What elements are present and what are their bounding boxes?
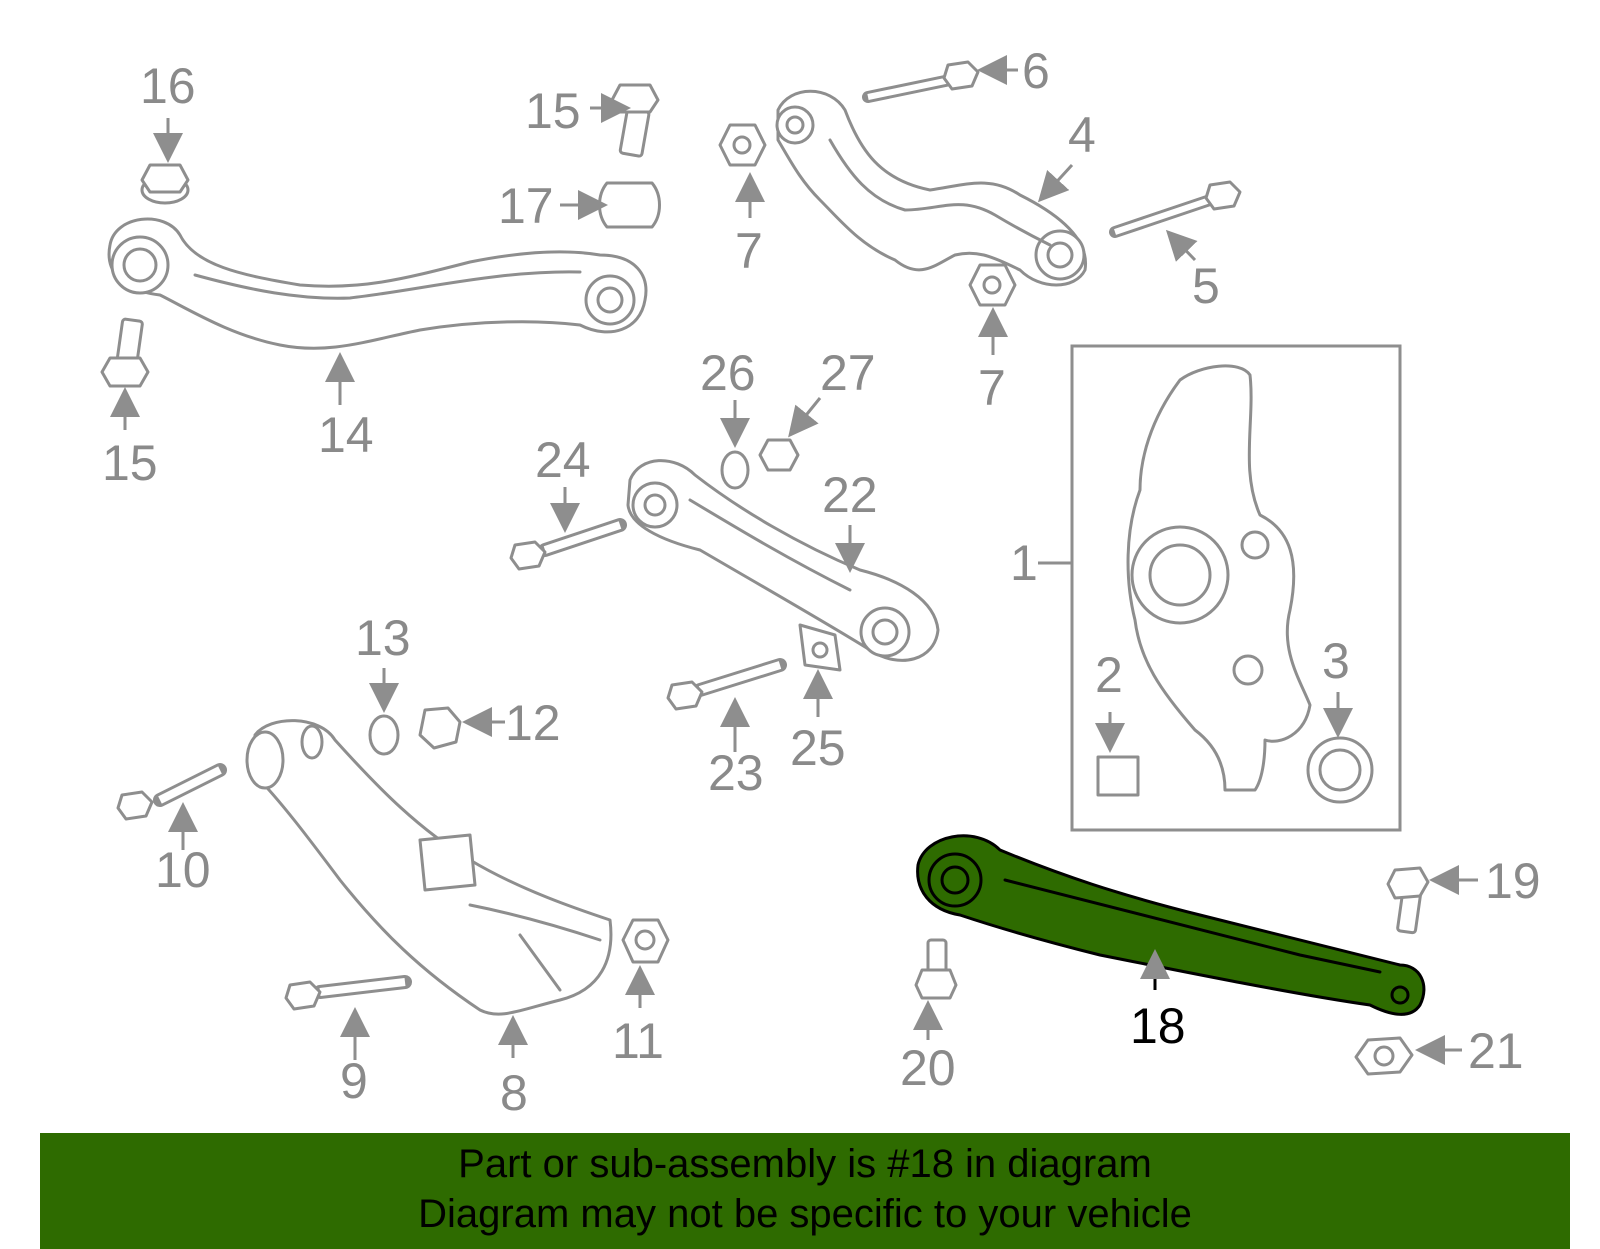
part-7-nut-upper[interactable]: [718, 123, 767, 167]
callout-25: 25: [790, 720, 846, 776]
callout-15-bottom: 15: [102, 435, 158, 491]
part-11-nut[interactable]: [621, 918, 670, 964]
part-19-bolt[interactable]: [1386, 866, 1430, 935]
part-20-bolt[interactable]: [914, 938, 958, 1000]
callout-12: 12: [505, 695, 561, 751]
part-8-trailing-arm[interactable]: [245, 719, 613, 1016]
callout-7-bottom: 7: [978, 360, 1006, 416]
callout-20: 20: [900, 1040, 956, 1096]
part-9-bolt[interactable]: [284, 975, 412, 1011]
callout-14: 14: [318, 407, 374, 463]
callout-7-top: 7: [735, 223, 763, 279]
part-27-nut[interactable]: [758, 438, 800, 472]
part-7-nut-lower[interactable]: [968, 263, 1017, 307]
callout-24: 24: [535, 432, 591, 488]
part-26-washer[interactable]: [720, 450, 750, 490]
part-13-washer[interactable]: [368, 714, 400, 756]
part-1-knuckle-box[interactable]: [1070, 344, 1402, 832]
callout-18-highlighted: 18: [1130, 998, 1186, 1054]
part-23-bolt[interactable]: [666, 658, 787, 711]
callout-26: 26: [700, 345, 756, 401]
part-14-control-arm[interactable]: [107, 217, 648, 350]
callout-16: 16: [140, 58, 196, 114]
leader-lines: [110, 55, 1478, 1065]
callout-2: 2: [1095, 647, 1123, 703]
callout-8: 8: [500, 1065, 528, 1121]
callout-labels: 16 15 17 15 14 6 4 7 5 7 26 27 24 22 23 …: [102, 43, 1541, 1121]
callout-27: 27: [820, 345, 876, 401]
callout-13: 13: [355, 610, 411, 666]
banner-line-1: Part or sub-assembly is #18 in diagram: [458, 1142, 1152, 1186]
info-banner: Part or sub-assembly is #18 in diagram D…: [40, 1133, 1570, 1249]
callout-3: 3: [1322, 633, 1350, 689]
part-5-bolt[interactable]: [1109, 180, 1242, 238]
callout-22: 22: [822, 467, 878, 523]
callout-23: 23: [708, 745, 764, 801]
part-25-cam[interactable]: [798, 623, 842, 672]
part-15-bolt-upper[interactable]: [610, 83, 660, 158]
part-17-bushing[interactable]: [598, 181, 661, 229]
callout-5: 5: [1192, 258, 1220, 314]
callout-10: 10: [155, 842, 211, 898]
callout-21: 21: [1468, 1023, 1524, 1079]
part-18-lateral-link-highlighted[interactable]: [916, 834, 1426, 1016]
part-4-control-arm[interactable]: [775, 89, 1088, 287]
callout-15-top: 15: [525, 83, 581, 139]
part-2-bushing[interactable]: [1096, 755, 1140, 797]
part-15-bolt-lower[interactable]: [100, 317, 150, 388]
callout-9: 9: [340, 1053, 368, 1109]
callout-11: 11: [612, 1013, 664, 1069]
callout-17: 17: [498, 178, 554, 234]
part-3-bushing[interactable]: [1306, 736, 1374, 804]
callout-6: 6: [1022, 43, 1050, 99]
part-16-nut[interactable]: [140, 163, 190, 205]
callout-1: 1: [1010, 535, 1038, 591]
banner-line-2: Diagram may not be specific to your vehi…: [418, 1192, 1192, 1236]
part-22-control-arm[interactable]: [626, 459, 940, 662]
part-10-bolt[interactable]: [116, 763, 227, 821]
callout-19: 19: [1485, 853, 1541, 909]
part-6-bolt[interactable]: [862, 60, 980, 103]
callout-4: 4: [1068, 107, 1096, 163]
part-12-nut[interactable]: [418, 706, 462, 750]
part-24-bolt[interactable]: [509, 518, 627, 571]
part-21-nut[interactable]: [1354, 1036, 1414, 1076]
